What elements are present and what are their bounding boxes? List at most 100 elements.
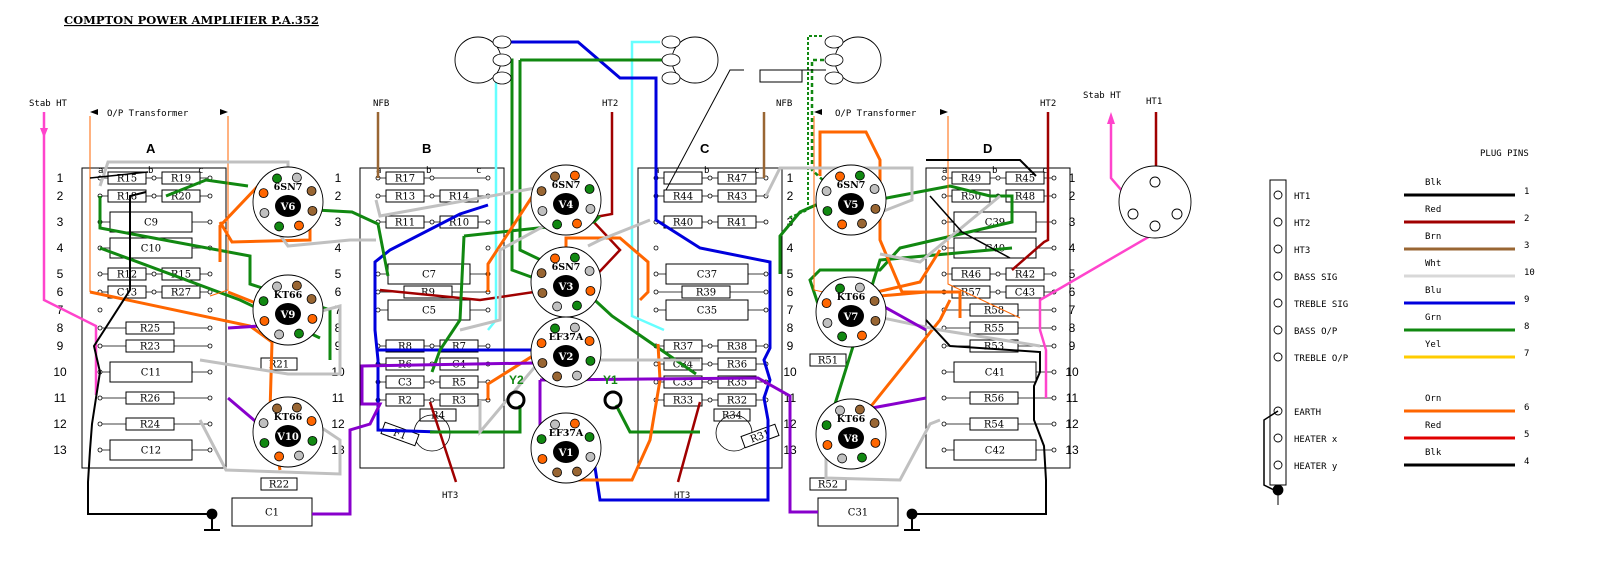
component-body bbox=[717, 339, 757, 353]
wire bbox=[209, 116, 229, 297]
component-label: R12 bbox=[117, 270, 137, 281]
wire bbox=[428, 401, 458, 483]
terminal bbox=[653, 289, 659, 295]
wire bbox=[373, 203, 489, 434]
component-c40: C40 bbox=[953, 237, 1037, 259]
component-body bbox=[107, 189, 147, 203]
column-label: b bbox=[426, 166, 431, 176]
valve-pin bbox=[822, 318, 833, 328]
valve-pin bbox=[821, 420, 832, 431]
valve-pin bbox=[536, 186, 547, 197]
plug-pin-label: BASS O/P bbox=[1294, 327, 1338, 337]
terminal bbox=[207, 271, 213, 277]
valve-pin bbox=[307, 313, 318, 324]
component-c12: C12 bbox=[109, 439, 193, 461]
component-r22: R22 bbox=[260, 477, 298, 491]
component-body bbox=[717, 215, 757, 229]
plug-pin-label: TREBLE SIG bbox=[1294, 300, 1348, 310]
valve-pin bbox=[550, 323, 560, 334]
component-label: R15 bbox=[117, 174, 137, 185]
earth-link bbox=[1263, 410, 1279, 493]
terminal bbox=[151, 271, 157, 277]
y2-label: Y2 bbox=[509, 373, 524, 387]
terminal bbox=[429, 379, 435, 385]
component-r58: R58 bbox=[969, 303, 1019, 317]
terminal bbox=[763, 271, 769, 277]
terminal bbox=[707, 379, 713, 385]
jack-lug bbox=[661, 71, 681, 85]
valve-pin bbox=[272, 281, 282, 292]
wire-color-label: Yel bbox=[1425, 340, 1441, 350]
column-label: c bbox=[1042, 166, 1047, 176]
terminal bbox=[941, 343, 947, 349]
valve-pin bbox=[306, 294, 317, 304]
terminal bbox=[207, 447, 213, 453]
row-number: 4 bbox=[787, 241, 794, 255]
valve-pin bbox=[821, 186, 832, 197]
column-label: b bbox=[992, 166, 997, 176]
row-number: 10 bbox=[53, 365, 67, 379]
component-body bbox=[107, 267, 147, 281]
terminal bbox=[375, 307, 381, 313]
valve-name: V10 bbox=[276, 432, 299, 443]
wire bbox=[564, 236, 650, 302]
valve-pin bbox=[274, 451, 285, 462]
row-number: 3 bbox=[335, 215, 342, 229]
crystal-y bbox=[506, 390, 526, 410]
valve-pin bbox=[537, 358, 548, 368]
component-label: C11 bbox=[141, 368, 161, 379]
component-r23: R23 bbox=[125, 339, 175, 353]
plug-pin-number: 10 bbox=[1524, 268, 1535, 278]
wire bbox=[218, 184, 260, 262]
row-number: 12 bbox=[53, 417, 67, 431]
jack-lug bbox=[492, 71, 512, 85]
valve-pin bbox=[294, 450, 304, 461]
row-number: 6 bbox=[335, 285, 342, 299]
component-label: C9 bbox=[144, 218, 158, 229]
valve-pin bbox=[857, 452, 867, 463]
fuse-f1: F1 bbox=[380, 421, 420, 447]
wire bbox=[486, 179, 545, 292]
component-body bbox=[1005, 285, 1045, 299]
component-r56: R56 bbox=[969, 391, 1019, 405]
component-label: R38 bbox=[727, 342, 747, 353]
row-number: 1 bbox=[787, 171, 794, 185]
board-B bbox=[359, 167, 505, 469]
wire bbox=[824, 418, 941, 482]
terminal bbox=[1051, 271, 1057, 277]
valve-pin bbox=[274, 221, 285, 232]
component-label: R51 bbox=[818, 356, 838, 367]
terminal bbox=[653, 271, 659, 277]
terminal bbox=[707, 361, 713, 367]
component-label: R41 bbox=[727, 218, 747, 229]
component-label: R3 bbox=[452, 396, 466, 407]
component-r49: R49 bbox=[951, 171, 991, 185]
valve-pin bbox=[272, 403, 282, 414]
wire bbox=[430, 405, 522, 434]
plug-pin-hole bbox=[1273, 460, 1283, 470]
terminal bbox=[429, 193, 435, 199]
component-r40: R40 bbox=[663, 215, 703, 229]
valve-pin bbox=[274, 329, 285, 340]
component-body bbox=[951, 267, 991, 281]
component-label: C3 bbox=[398, 378, 412, 389]
valve-type: 6SN7 bbox=[552, 180, 581, 191]
component-body bbox=[665, 263, 749, 285]
valve-key bbox=[553, 275, 579, 297]
plug-pin-hole bbox=[1273, 298, 1283, 308]
component-r17: R17 bbox=[385, 171, 425, 185]
valve-pin bbox=[258, 418, 269, 429]
board-d-label: D bbox=[983, 141, 992, 156]
wire bbox=[614, 404, 700, 434]
plug-pin-label: HEATER x bbox=[1294, 435, 1338, 445]
component-label: R32 bbox=[727, 396, 747, 407]
output-jack bbox=[454, 35, 512, 85]
component-body bbox=[385, 215, 425, 229]
component-label: R39 bbox=[696, 288, 716, 299]
plug-pin-number: 6 bbox=[1524, 403, 1529, 413]
